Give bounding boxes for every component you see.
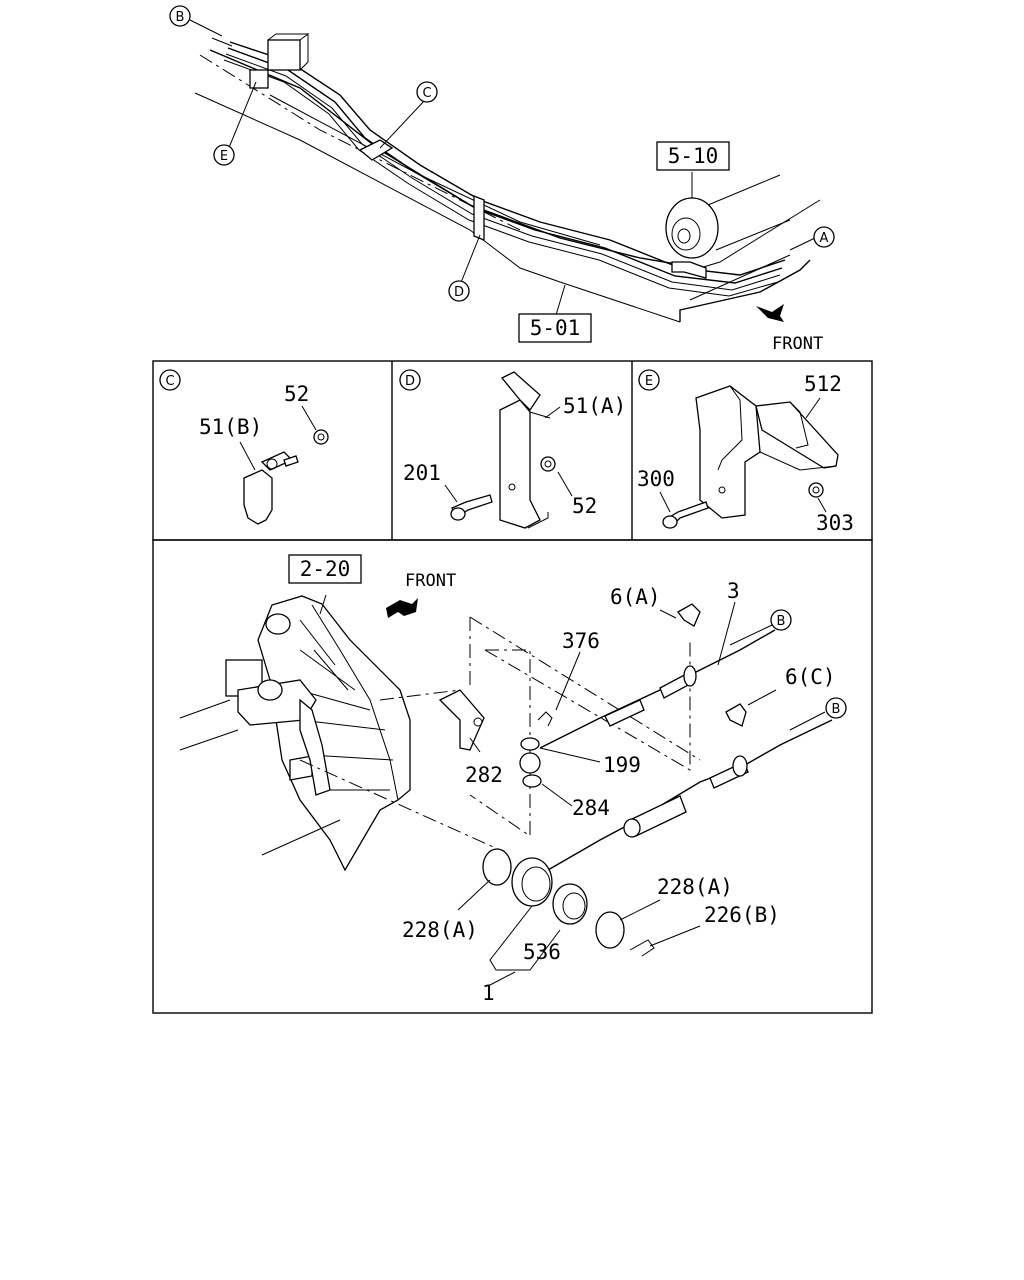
panel-d: D 51(A) 201 52 <box>399 369 626 529</box>
callout-c-top: C <box>416 81 438 103</box>
part-label-52-c: 52 <box>284 382 309 406</box>
svg-text:E: E <box>645 374 653 389</box>
clutch-cable <box>299 603 833 957</box>
svg-text:A: A <box>820 231 829 246</box>
leader-lines-bottom <box>457 601 826 986</box>
part-label-6a: 6(A) <box>610 585 661 609</box>
svg-text:B: B <box>176 10 185 25</box>
frame-assembly <box>189 19 821 323</box>
clutch-housing <box>179 594 411 872</box>
part-label-512: 512 <box>804 372 842 396</box>
svg-text:2-20: 2-20 <box>300 557 351 581</box>
part-label-6c: 6(C) <box>785 665 836 689</box>
svg-text:C: C <box>422 86 431 101</box>
svg-text:5-10: 5-10 <box>668 144 719 168</box>
callout-d-top: D <box>448 280 470 302</box>
svg-text:B: B <box>832 702 841 717</box>
part-label-226b: 226(B) <box>704 903 780 927</box>
front-label-bottom: FRONT <box>405 571 456 591</box>
part-label-51a: 51(A) <box>563 394 626 418</box>
part-label-376: 376 <box>562 629 600 653</box>
front-arrow-icon <box>386 598 418 618</box>
part-label-228a-right: 228(A) <box>657 875 733 899</box>
svg-text:D: D <box>405 374 415 389</box>
part-label-300: 300 <box>637 467 675 491</box>
panel-c: C 52 51(B) <box>159 369 329 525</box>
svg-text:C: C <box>165 374 174 389</box>
front-label-top: FRONT <box>772 334 823 354</box>
svg-text:E: E <box>220 149 228 164</box>
callout-b-bottom-2: B <box>825 697 847 719</box>
part-label-201: 201 <box>403 461 441 485</box>
part-label-536: 536 <box>523 940 561 964</box>
svg-text:B: B <box>777 614 786 629</box>
part-label-282: 282 <box>465 763 503 787</box>
ref-box-frame: 5-01 <box>518 313 592 343</box>
part-label-228a-left: 228(A) <box>402 918 478 942</box>
part-label-52-d: 52 <box>572 494 597 518</box>
part-label-51b: 51(B) <box>199 415 262 439</box>
callout-b-bottom-1: B <box>770 609 792 631</box>
ref-box-muffler: 5-10 <box>656 141 730 171</box>
svg-text:5-01: 5-01 <box>530 316 581 340</box>
part-label-3: 3 <box>727 579 740 603</box>
callout-a-top: A <box>813 226 835 248</box>
part-label-199: 199 <box>603 753 641 777</box>
part-label-1: 1 <box>482 981 495 1005</box>
part-label-303: 303 <box>816 511 854 535</box>
callout-b-top: B <box>169 5 191 27</box>
svg-text:D: D <box>454 285 464 300</box>
ref-box-clutch-housing: 2-20 <box>288 554 362 584</box>
part-label-284: 284 <box>572 796 610 820</box>
bottom-panel <box>152 539 873 1014</box>
callout-e-top: E <box>213 144 235 166</box>
panel-e: E 512 300 303 <box>637 369 854 535</box>
